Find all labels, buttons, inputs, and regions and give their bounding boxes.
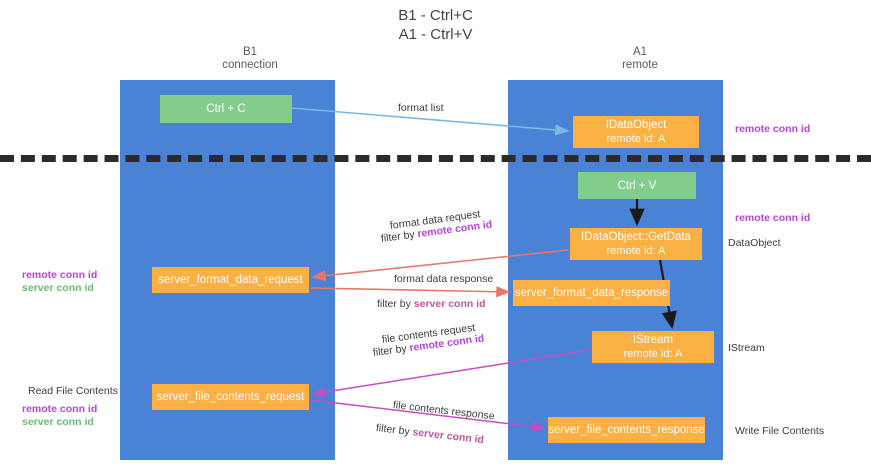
page-title: B1 - Ctrl+C A1 - Ctrl+V	[0, 6, 871, 44]
node-server-format-data-request-label: server_format_data_request	[158, 274, 303, 286]
annotation-dataobject: DataObject	[728, 237, 781, 249]
column-a1-name: A1	[632, 46, 648, 58]
title-line-2: A1 - Ctrl+V	[398, 26, 473, 43]
column-header-a1: A1 remote	[540, 46, 740, 72]
node-istream-title: IStream	[632, 334, 674, 346]
edge-label-format-data-response-filter: filter by server conn id	[377, 297, 486, 311]
title-line-1: B1 - Ctrl+C	[398, 7, 473, 24]
column-a1-role: remote	[622, 59, 658, 71]
edge-label-format-list: format list	[398, 101, 444, 115]
node-istream-remote-id: remote id: A	[623, 348, 683, 360]
filter-prefix: filter by	[380, 228, 419, 245]
node-server-file-contents-request-label: server_file_contents_request	[156, 391, 305, 403]
column-b1-name: B1	[242, 46, 258, 58]
node-getdata-title: IDataObject::GetData	[581, 231, 691, 243]
annotation-right-remote-conn-id-top: remote conn id	[735, 123, 811, 135]
edge-label-file-contents-response-filter: filter by server conn id	[375, 421, 484, 447]
node-server-file-contents-response[interactable]: server_file_contents_response	[548, 417, 705, 443]
annotation-write-file-contents: Write File Contents	[735, 425, 825, 437]
edge-label-format-list-text: format list	[398, 102, 444, 114]
node-ctrl-c-label: Ctrl + C	[206, 103, 246, 115]
filter-prefix: filter by	[375, 422, 414, 439]
node-server-format-data-response[interactable]: server_format_data_response	[513, 280, 670, 306]
node-istream[interactable]: IStream remote id: A	[592, 331, 714, 363]
phase-divider	[0, 155, 871, 162]
node-ctrl-v-label: Ctrl + V	[617, 179, 657, 192]
filter-prefix: filter by	[377, 298, 414, 310]
filter-key-server-conn-id: server conn id	[413, 298, 486, 310]
annotation-istream: IStream	[728, 342, 765, 354]
column-header-b1: B1 connection	[150, 46, 350, 72]
node-server-format-data-response-label: server_format_data_response	[514, 287, 669, 299]
node-idataobject-remote-id: remote id: A	[606, 133, 666, 145]
annotation-read-file-contents: Read File Contents	[28, 385, 118, 397]
node-server-file-contents-request[interactable]: server_file_contents_request	[152, 384, 309, 410]
edge-label-format-data-response: format data response	[394, 272, 493, 286]
annotation-left-server-conn-id-bottom: server conn id	[22, 416, 94, 428]
annotation-left-remote-conn-id-mid: remote conn id	[22, 269, 98, 281]
edge-label-format-data-response-text: format data response	[394, 273, 494, 285]
node-getdata-remote-id: remote id: A	[606, 245, 666, 257]
edge-label-file-contents-response-text: file contents response	[392, 399, 496, 423]
node-ctrl-c[interactable]: Ctrl + C	[160, 95, 292, 123]
node-ctrl-v[interactable]: Ctrl + V	[578, 172, 696, 199]
node-idataobject-getdata[interactable]: IDataObject::GetData remote id: A	[570, 228, 702, 260]
filter-prefix: filter by	[372, 342, 411, 359]
edge-label-file-contents-response: file contents response	[392, 398, 495, 423]
annotation-left-remote-conn-id-bottom: remote conn id	[22, 403, 98, 415]
filter-key-server-conn-id: server conn id	[411, 426, 485, 447]
node-server-format-data-request[interactable]: server_format_data_request	[152, 267, 309, 293]
annotation-right-remote-conn-id-mid: remote conn id	[735, 212, 811, 224]
column-b1-role: connection	[222, 59, 278, 71]
node-server-file-contents-response-label: server_file_contents_response	[548, 424, 705, 436]
annotation-left-server-conn-id-mid: server conn id	[22, 282, 94, 294]
node-idataobject-title: IDataObject	[605, 119, 667, 131]
node-idataobject[interactable]: IDataObject remote id: A	[573, 116, 699, 148]
